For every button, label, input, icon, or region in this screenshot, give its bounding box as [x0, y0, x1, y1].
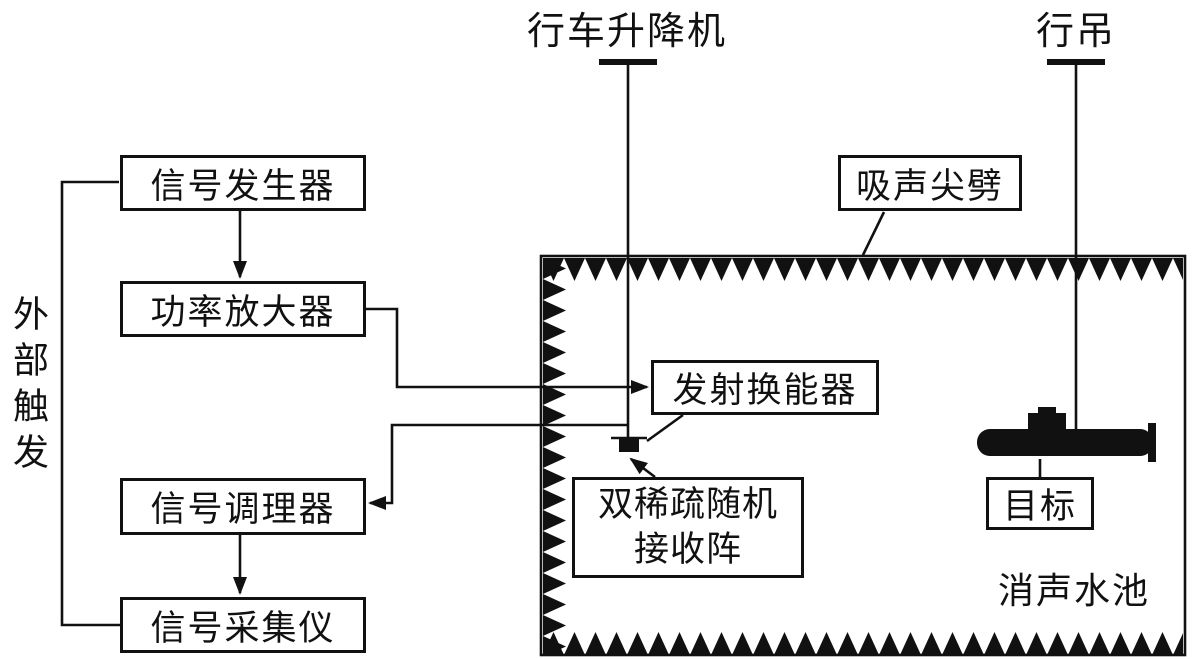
external-trigger-line: [60, 180, 120, 627]
crane-lift-label: 行车升降机: [526, 10, 727, 53]
transducer-symbol: [619, 438, 639, 452]
signal-conditioner-box: 信号调理器: [120, 478, 366, 535]
signal-acquisition-box: 信号采集仪: [120, 597, 366, 653]
crane-label: 行吊: [1036, 10, 1117, 53]
array-leader-arrow: [629, 457, 656, 479]
transmit-transducer-box: 发射换能器: [651, 360, 879, 415]
tank-label: 消声水池: [997, 571, 1150, 611]
target-box: 目标: [986, 477, 1094, 530]
submarine-sail-top: [1038, 407, 1056, 415]
wedge-leader-line: [861, 211, 886, 256]
receiving-array-line1: 双稀疏随机: [597, 484, 778, 524]
transducer-leader-line: [646, 413, 684, 443]
amplifier-to-transducer-arrow: [366, 307, 649, 394]
array-to-conditioner-arrow: [368, 423, 629, 510]
power-amplifier-box: 功率放大器: [120, 281, 366, 337]
tank-wedges-top: [543, 258, 1183, 281]
signal-generator-box: 信号发生器: [120, 155, 366, 211]
tank-wedges-bottom: [543, 632, 1183, 655]
submarine-target: [977, 407, 1156, 462]
submarine-hull: [977, 429, 1153, 456]
receiving-array-box: 双稀疏随机 接收阵: [572, 477, 804, 578]
tank-wedges-left: [543, 258, 566, 654]
absorbing-wedge-box: 吸声尖劈: [838, 155, 1022, 211]
submarine-sail: [1028, 413, 1066, 431]
external-trigger-label: 外部触发: [8, 295, 48, 479]
submarine-rudder: [1148, 423, 1156, 462]
receiving-array-line2: 接收阵: [633, 529, 742, 569]
